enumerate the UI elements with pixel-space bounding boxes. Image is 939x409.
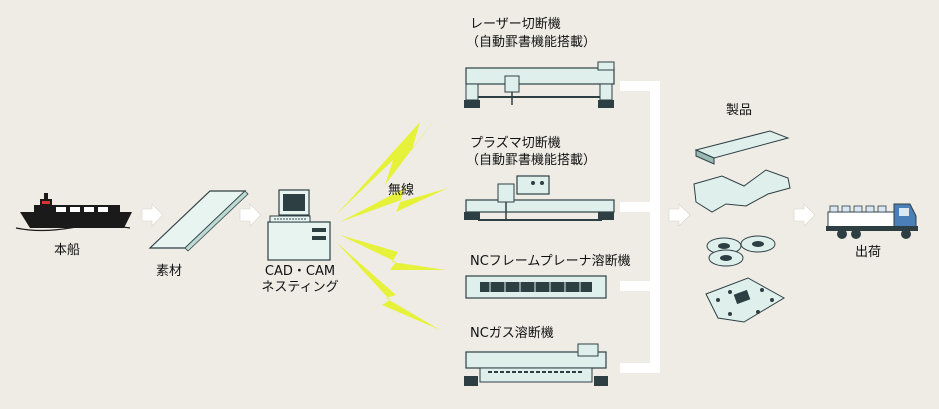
computer-icon bbox=[267, 189, 331, 261]
laser-cutter-icon bbox=[464, 61, 615, 108]
ship-label: 本船 bbox=[54, 243, 81, 258]
lightning-bolt-2 bbox=[340, 188, 448, 222]
shipping-label: 出荷 bbox=[855, 245, 882, 260]
arrow-material-to-cad bbox=[239, 203, 262, 227]
products-label: 製品 bbox=[726, 103, 753, 118]
nc-gas-cutter-icon bbox=[464, 343, 608, 386]
product-plate-icon bbox=[693, 169, 791, 213]
lightning-bolt-3 bbox=[340, 235, 446, 270]
laser-cutter-sublabel: （自動罫書機能搭載） bbox=[466, 35, 597, 50]
nc-frame-planer-label: NCフレームプレーナ溶断機 bbox=[470, 254, 631, 269]
product-bar-icon bbox=[694, 130, 790, 165]
arrow-ship-to-material bbox=[141, 203, 164, 227]
product-perforated-plate-icon bbox=[705, 277, 785, 323]
arrow-to-products bbox=[668, 203, 691, 227]
truck-icon bbox=[826, 203, 918, 239]
wireless-label: 無線 bbox=[388, 183, 415, 198]
wireless-lightning-group bbox=[336, 112, 448, 330]
product-discs-icon bbox=[706, 235, 776, 267]
plasma-cutter-icon bbox=[464, 175, 615, 221]
ship-icon bbox=[15, 193, 132, 232]
material-label: 素材 bbox=[156, 264, 183, 279]
nc-gas-cutter-label: NCガス溶断機 bbox=[470, 326, 554, 341]
cadcam-label-line2: ネスティング bbox=[261, 280, 339, 295]
cadcam-label-line1: CAD・CAM bbox=[264, 264, 336, 279]
collector-lines bbox=[620, 81, 660, 373]
lightning-bolt-1 bbox=[336, 112, 440, 215]
nc-frame-planer-icon bbox=[465, 275, 607, 299]
laser-cutter-label: レーザー切断機 bbox=[470, 17, 561, 32]
plasma-cutter-label: プラズマ切断機 bbox=[470, 136, 561, 151]
arrow-to-shipping bbox=[793, 203, 816, 227]
plasma-cutter-sublabel: （自動罫書機能搭載） bbox=[466, 153, 597, 168]
material-plate-icon bbox=[148, 190, 249, 252]
